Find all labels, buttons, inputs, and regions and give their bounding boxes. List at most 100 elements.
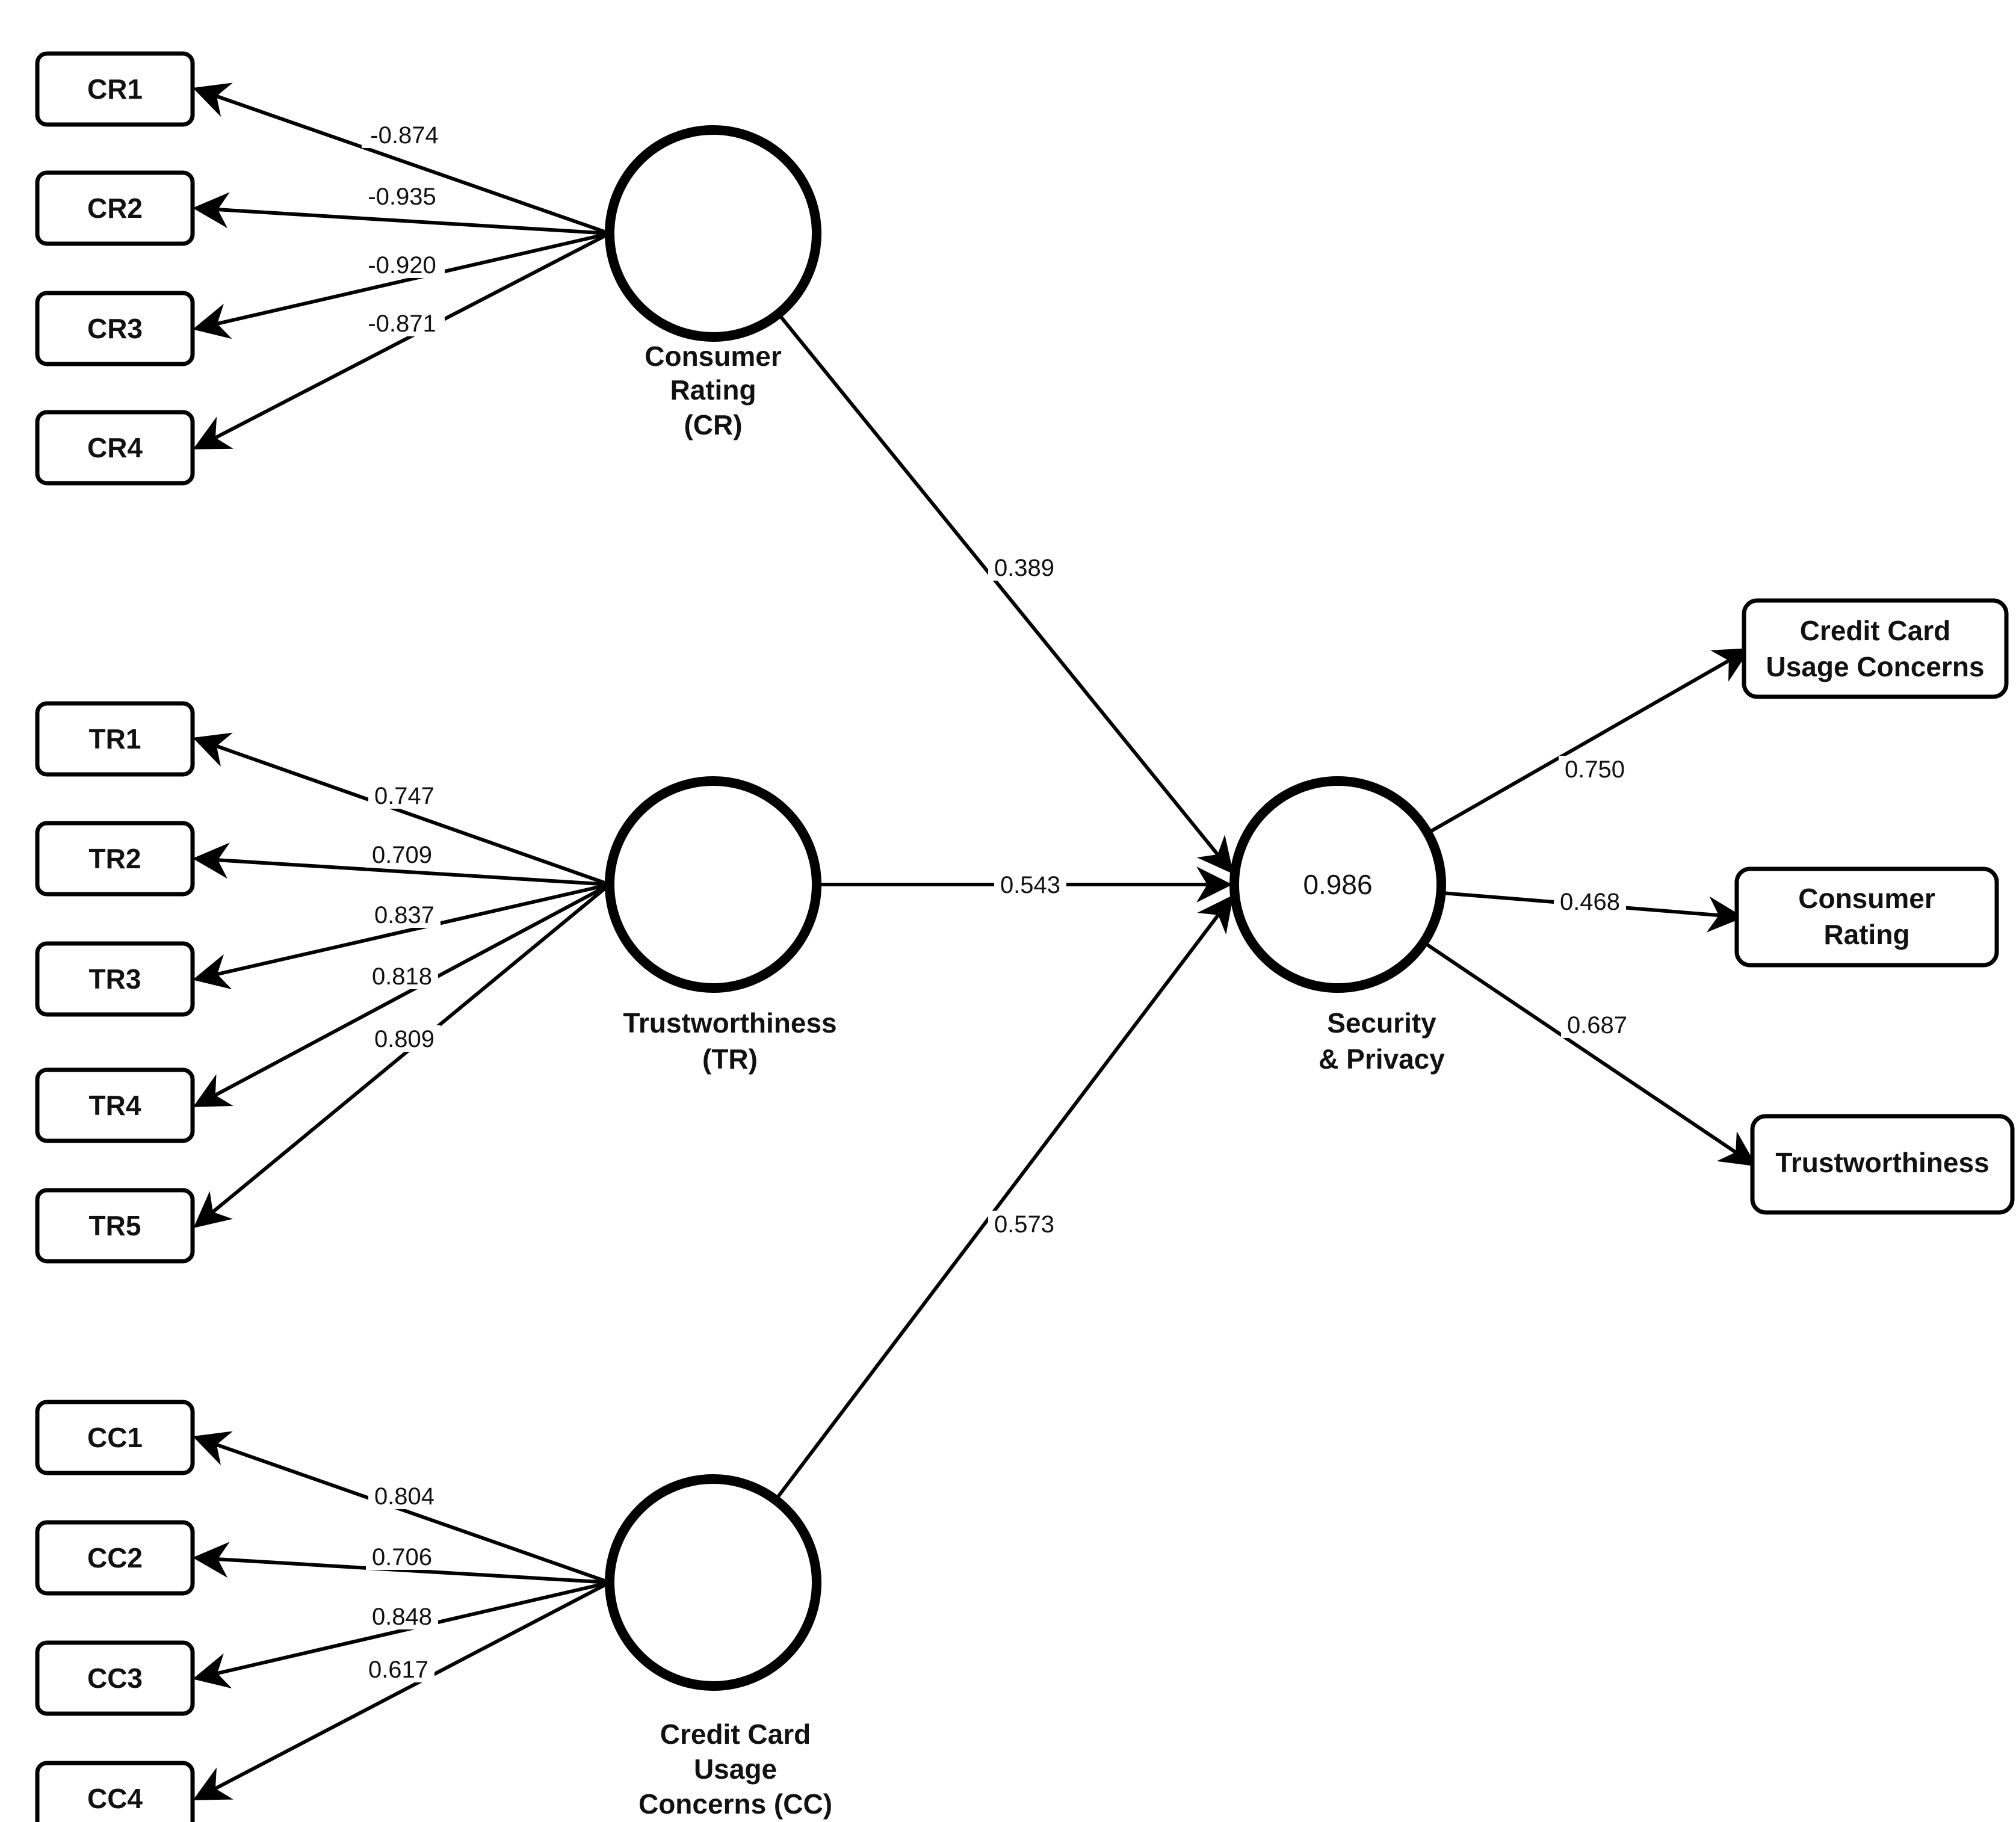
loading-arrow-tr2 bbox=[193, 842, 610, 886]
outcome-box-rect bbox=[1742, 598, 2009, 699]
loading-label-tr4-bg bbox=[366, 963, 438, 989]
loading-arrow-tr5 bbox=[193, 883, 611, 1228]
indicator-label: CR2 bbox=[87, 193, 143, 224]
loading-label-cr2: -0.935 bbox=[359, 183, 445, 210]
indicator-box bbox=[35, 941, 195, 1017]
loading-label-cr2-text: -0.935 bbox=[368, 184, 436, 210]
path-label-cc-sp-text: 0.573 bbox=[994, 1211, 1054, 1238]
indicator-box bbox=[35, 410, 195, 486]
indicator-label: TR3 bbox=[89, 963, 141, 995]
outcome-weight-3: 0.687 bbox=[1561, 1011, 1633, 1039]
path-label-tr-sp: 0.543 bbox=[994, 871, 1066, 898]
path-label-cc-sp-bg bbox=[988, 1211, 1060, 1237]
outcome-box-rect bbox=[1734, 866, 1999, 968]
indicator-box bbox=[35, 1067, 195, 1143]
outcome-weight-3-bg bbox=[1561, 1011, 1633, 1038]
indicator-box bbox=[35, 51, 195, 127]
indicator-tr1: TR1 bbox=[35, 701, 195, 777]
outcome-arrow-3 bbox=[1423, 940, 1757, 1167]
indicator-label: TR5 bbox=[89, 1210, 141, 1241]
loading-label-tr2-text: 0.709 bbox=[372, 842, 432, 868]
path-label-cc-sp: 0.573 bbox=[988, 1211, 1060, 1238]
construct-label-line: Concerns (CC) bbox=[639, 1788, 832, 1820]
indicator-cc4: CC4 bbox=[35, 1761, 195, 1822]
indicator-box bbox=[35, 1400, 195, 1475]
outcome-arrow-1 bbox=[1426, 648, 1751, 835]
loading-label-cr3-text: -0.920 bbox=[368, 252, 436, 279]
outcome-label-line: Credit Card bbox=[1800, 615, 1950, 646]
indicator-label: CC1 bbox=[87, 1422, 143, 1453]
construct-label-line: & Privacy bbox=[1319, 1043, 1445, 1075]
loading-label-cc1-bg bbox=[368, 1483, 441, 1509]
loading-arrow-tr3 bbox=[193, 883, 610, 990]
indicator-tr2: TR2 bbox=[35, 821, 195, 897]
loading-label-tr3-bg bbox=[368, 901, 441, 928]
path-label-tr-sp-text: 0.543 bbox=[1000, 872, 1060, 898]
loading-label-cr2-bg bbox=[359, 183, 445, 209]
indicator-box bbox=[35, 1520, 195, 1596]
loading-label-cc1-text: 0.804 bbox=[374, 1483, 434, 1510]
construct-label-line: Security bbox=[1327, 1007, 1436, 1039]
loading-label-cc2-text: 0.706 bbox=[372, 1544, 432, 1570]
outcome-weight-1-text: 0.750 bbox=[1565, 756, 1625, 783]
outcome-label-line: Consumer bbox=[1798, 883, 1935, 914]
loading-label-cc1: 0.804 bbox=[368, 1483, 441, 1510]
outcome-box-3: Trustworthiness bbox=[1750, 1114, 2015, 1215]
loading-label-tr5: 0.809 bbox=[368, 1025, 441, 1052]
outcome-weight-2-text: 0.468 bbox=[1560, 889, 1620, 915]
loading-arrow-cc3 bbox=[193, 1581, 610, 1689]
indicator-cr1: CR1 bbox=[35, 51, 195, 127]
loading-arrow-tr4 bbox=[193, 883, 611, 1107]
loading-label-cc3-bg bbox=[366, 1603, 438, 1629]
loading-arrow-cr3 bbox=[193, 232, 610, 339]
indicator-label: CR3 bbox=[87, 313, 143, 344]
indicator-box bbox=[35, 1188, 195, 1264]
indicator-box bbox=[35, 1640, 195, 1716]
construct-circle bbox=[605, 1474, 821, 1691]
loading-label-tr1-bg bbox=[368, 782, 441, 809]
loading-label-tr4: 0.818 bbox=[366, 963, 438, 990]
construct-circle bbox=[1229, 776, 1446, 993]
loading-label-tr1: 0.747 bbox=[368, 782, 441, 809]
loading-label-tr2-bg bbox=[366, 841, 438, 868]
indicator-tr3: TR3 bbox=[35, 941, 195, 1017]
indicator-cc3: CC3 bbox=[35, 1640, 195, 1716]
loading-arrow-cc2 bbox=[193, 1542, 610, 1584]
path-arrow-cr-sp bbox=[777, 312, 1234, 874]
indicator-box bbox=[35, 1761, 195, 1822]
loading-label-cc4: 0.617 bbox=[362, 1656, 434, 1683]
outcome-label-line: Rating bbox=[1823, 919, 1909, 950]
loading-label-cc3-text: 0.848 bbox=[372, 1604, 432, 1630]
outcome-label-line: Trustworthiness bbox=[1775, 1147, 1989, 1178]
outcome-label-line: Usage Concerns bbox=[1766, 651, 1984, 682]
loading-label-tr5-text: 0.809 bbox=[374, 1026, 434, 1052]
r-squared-value: 0.986 bbox=[1303, 869, 1372, 900]
construct-sp: Security & Privacy bbox=[1229, 776, 1446, 1075]
indicator-cr3: CR3 bbox=[35, 291, 195, 366]
path-arrow-cc-sp bbox=[774, 895, 1234, 1501]
loading-arrow-cr1 bbox=[193, 82, 610, 235]
loading-label-tr3: 0.837 bbox=[368, 901, 441, 928]
loading-label-tr3-text: 0.837 bbox=[374, 902, 434, 928]
construct-label-line: Trustworthiness bbox=[623, 1007, 836, 1039]
indicator-tr4: TR4 bbox=[35, 1067, 195, 1143]
indicator-tr5: TR5 bbox=[35, 1188, 195, 1264]
loading-label-cr4-bg bbox=[359, 310, 445, 336]
indicator-cc2: CC2 bbox=[35, 1520, 195, 1596]
construct-tr: Trustworthiness(TR) bbox=[605, 776, 837, 1075]
outcome-weight-2-bg bbox=[1554, 888, 1626, 915]
outcome-weight-2: 0.468 bbox=[1554, 888, 1626, 915]
construct-label-line: Credit Card bbox=[660, 1719, 811, 1750]
loading-label-cr3-bg bbox=[359, 252, 445, 278]
indicator-label: TR4 bbox=[89, 1090, 141, 1121]
outcome-box-rect bbox=[1750, 1114, 2015, 1215]
loading-label-cr1-bg bbox=[362, 122, 447, 148]
loading-label-tr4-text: 0.818 bbox=[372, 963, 432, 990]
construct-circle bbox=[605, 125, 821, 342]
indicator-box bbox=[35, 170, 195, 246]
loading-label-cr1-text: -0.874 bbox=[370, 122, 438, 149]
loading-label-tr2: 0.709 bbox=[366, 841, 438, 868]
loading-arrow-cc1 bbox=[193, 1431, 610, 1584]
loading-label-tr1-text: 0.747 bbox=[374, 783, 434, 809]
